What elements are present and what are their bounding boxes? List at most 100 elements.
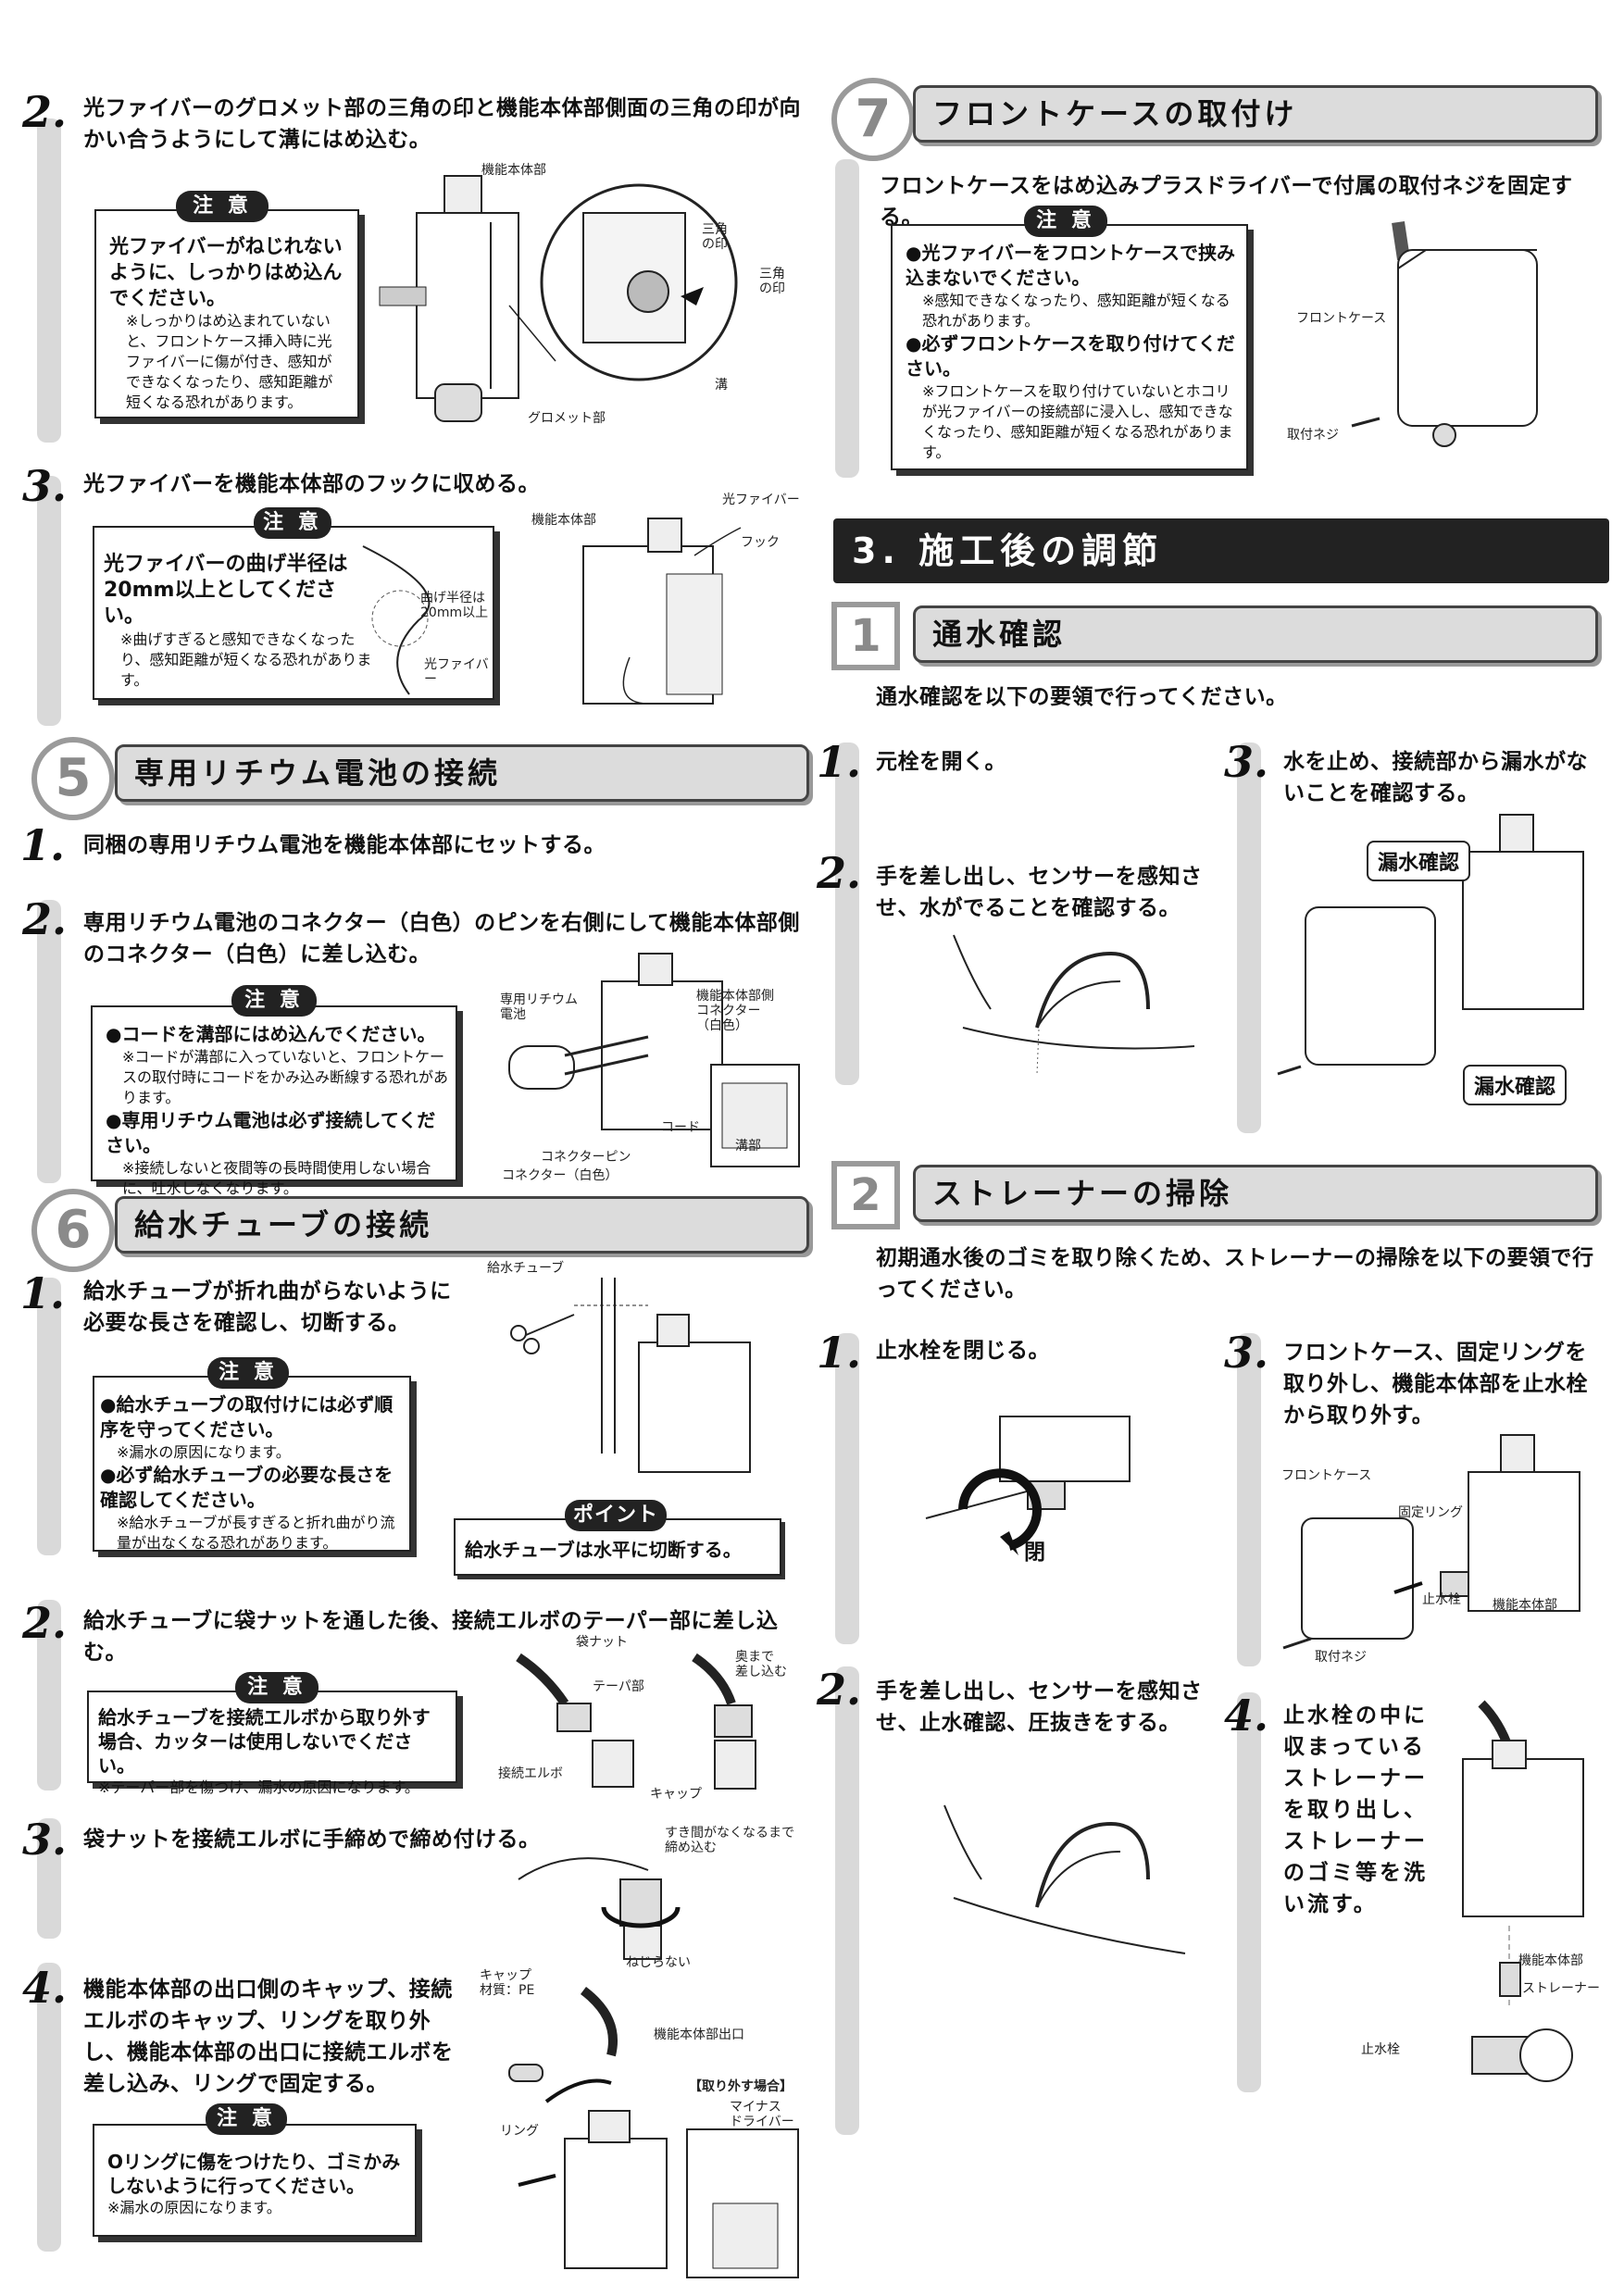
caution-note: ※接続しないと夜間等の長時間使用しない場合に、吐水しなくなります。 [122,1159,431,1197]
remove-body-illustration [1282,1434,1580,1650]
subsection-number-badge: 2 [831,1161,900,1229]
label-driver: マイナス ドライバー [730,2100,794,2129]
hook-illustration [582,518,742,705]
label-fiber: 光ファイバー [424,657,489,687]
label-no-twist: ねじらない [626,1955,691,1970]
subsection-header: ストレーナーの掃除 [913,1165,1598,1222]
subsection-header: 通水確認 [913,605,1598,663]
bend-radius-illustration [362,545,431,695]
label-screw: 取付ネジ [1315,1650,1367,1665]
step-text: 元栓を開く。 [876,750,1006,774]
step-bar [37,476,61,726]
point-tag: ポイント [565,1500,667,1531]
caution-warning: ●必ずフロントケースを取り付けてください。 [906,332,1235,380]
caution-warning: ●コードを溝部にはめ込んでください。 [106,1023,436,1045]
caution-note: ※テーパー部を傷つけ、漏水の原因になります。 [98,1778,419,1796]
section-header: フロントケースの取付け [913,85,1598,143]
label-groove: 溝 [715,378,728,393]
subsection-intro: 初期通水後のゴミを取り除くため、ストレーナーの掃除を以下の要領で行ってください。 [876,1246,1594,1302]
caution-warning: ●必ず給水チューブの必要な長さを確認してください。 [100,1464,394,1511]
caution-note: ※漏水の原因になります。 [117,1443,291,1461]
caution-note: ※漏水の原因になります。 [107,2199,281,2216]
step-text: 給水チューブに袋ナットを通した後、接続エルボのテーパー部に差し込む。 [83,1609,779,1665]
caution-warning: ●給水チューブの取付けには必ず順序を守ってください。 [100,1393,394,1441]
caution-box: ●給水チューブの取付けには必ず順序を守ってください。 ※漏水の原因になります。 … [93,1376,411,1552]
step-number: 2. [22,894,68,944]
section-number-badge: 7 [831,78,915,161]
caution-tag: 注 意 [207,1357,289,1389]
step-number: 4. [22,1963,68,2013]
step-number: 2. [22,1598,68,1648]
caution-tag: 注 意 [254,507,331,539]
section-number-badge: 6 [31,1189,115,1272]
tighten-illustration [518,1857,681,1960]
step-text: 光ファイバーのグロメット部の三角の印と機能本体部側面の三角の印が向かい合うように… [83,96,802,152]
label-deep: 奥まで 差し込む [735,1650,787,1679]
step-bar [37,119,61,443]
section-header: 給水チューブの接続 [115,1196,809,1254]
step-number: 3. [1224,1328,1269,1378]
step-bar [37,1600,61,1791]
caution-note: ※しっかりはめ込まれていないと、フロントケース挿入時に光ファイバーに傷が付き、感… [126,312,333,411]
label-cap: キャップ [650,1787,702,1802]
point-text: 給水チューブは水平に切断する。 [465,1539,742,1561]
label-grommet: グロメット部 [528,411,606,426]
step-bar [1237,1692,1261,2092]
fiber-grommet-illustration [379,175,738,422]
step-text: 手を差し出し、センサーを感知させ、水がでることを確認する。 [876,865,1203,920]
step-number: 2. [22,87,68,137]
step-text: 同梱の専用リチウム電池を機能本体部にセットする。 [83,833,606,857]
label-tube: 給水チューブ [487,1261,565,1276]
step-text: 水を止め、接続部から漏水がないことを確認する。 [1283,750,1588,805]
front-case-illustration [1351,220,1538,447]
point-box: 給水チューブは水平に切断する。 [454,1518,781,1576]
label-tighten: すき間がなくなるまで 締め込む [665,1826,794,1855]
caution-box: ●コードを溝部にはめ込んでください。 ※コードが溝部に入っていないと、フロントケ… [91,1005,457,1197]
chapter-title: 3. 施工後の調節 [833,518,1609,583]
subsection-number-badge: 1 [831,602,900,670]
label-fixing-ring: 固定リング [1398,1505,1463,1520]
leak-check-badge: 漏水確認 [1367,841,1471,881]
step-bar [37,1278,61,1555]
caution-box: Oリングに傷をつけたり、ゴミかみしないように行ってください。 ※漏水の原因になり… [93,2124,417,2237]
label-valve: 止水栓 [1361,2042,1400,2057]
close-valve-illustration [925,1416,1131,1555]
strainer-illustration [1462,1700,1584,2082]
caution-tag: 注 意 [1024,206,1107,237]
step-bar [835,159,859,478]
caution-title: 光ファイバーの曲げ半径は20mm以上としてください。 [104,553,348,628]
step-number: 4. [1224,1691,1269,1741]
label-valve: 止水栓 [1422,1592,1461,1607]
step-bar [37,1963,61,2252]
label-body: 機能本体部 [1518,1953,1583,1968]
step-text: 袋ナットを接続エルボに手締めで締め付ける。 [83,1828,541,1852]
step-number: 1. [817,737,862,787]
label-triangle: 三角 の印 [702,222,728,252]
caution-box: ●光ファイバーをフロントケースで挟み込まないでください。 ※感知できなくなったり… [891,224,1248,470]
label-body: 機能本体部 [531,513,596,528]
caution-note: ※曲げすぎると感知できなくなったり、感知距離が短くなる恐れがあります。 [120,630,372,689]
elbow-illustration [516,1653,756,1790]
step-bar [37,900,61,1183]
label-body: 機能本体部 [1493,1598,1557,1613]
step-number: 1. [20,820,66,870]
label-cap: キャップ 材質：PE [480,1968,535,1998]
step-bar [835,742,859,1085]
leak-check-illustration [1277,814,1584,1076]
label-outlet: 機能本体部出口 [654,2028,744,2042]
step-text: 止水栓を閉じる。 [876,1339,1050,1363]
step-bar [835,1666,859,2135]
caution-note: ※感知できなくなったり、感知距離が短くなる恐れがあります。 [922,292,1230,330]
step-text: フロントケース、固定リングを取り外し、機能本体部を止水栓から取り外す。 [1283,1341,1588,1428]
label-taper: テーパ部 [593,1679,644,1694]
step-bar [1237,1333,1261,1666]
label-elbow: 接続エルボ [498,1766,563,1781]
caution-tag: 注 意 [235,1672,319,1703]
label-connector-pin: コネクターピン [541,1150,631,1165]
caution-warning: ●専用リチウム電池は必ず接続してください。 [106,1109,436,1156]
label-front-case: フロントケース [1281,1468,1372,1483]
label-screw: 取付ネジ [1287,428,1339,443]
outlet-illustration [508,1987,799,2278]
label-remove: 【取り外す場合】 [689,2079,793,2094]
step-bar [37,1818,61,1939]
